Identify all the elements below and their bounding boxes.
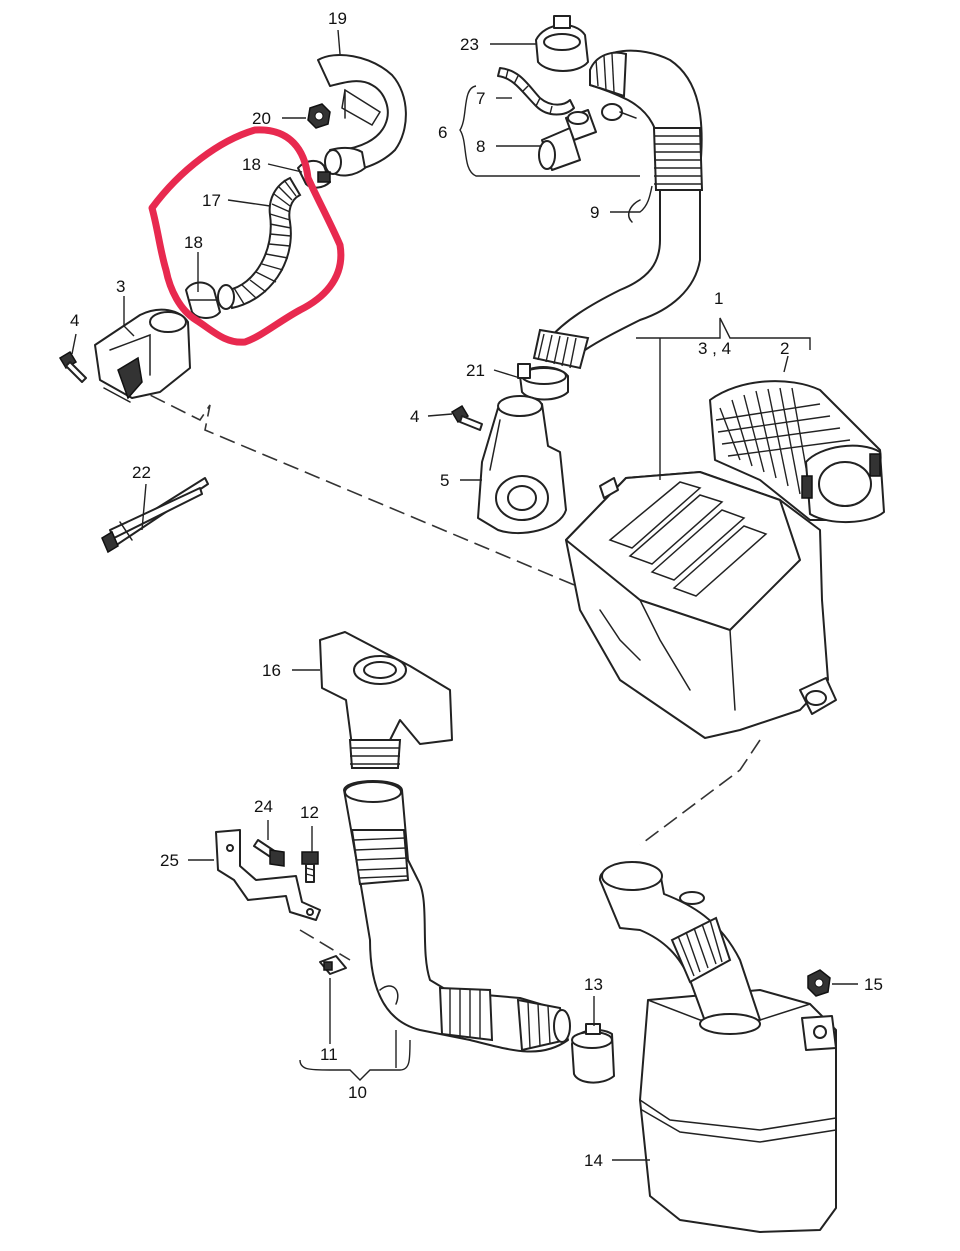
callout-17: 17 (202, 191, 221, 210)
hose-17 (217, 176, 302, 310)
nut-15 (807, 969, 831, 997)
filter-element-2 (709, 380, 885, 523)
intake-duct-9 (532, 49, 704, 370)
callout-labels: 19 20 18 17 18 3 4 22 23 7 6 8 9 21 4 5 … (70, 9, 883, 1170)
sensor-housing-3 (94, 308, 191, 403)
callout-20: 20 (252, 109, 271, 128)
clamp-18-lower (185, 281, 221, 319)
screw-4-left (58, 350, 87, 383)
callout-18-lower: 18 (184, 233, 203, 252)
clamp-21 (517, 363, 569, 401)
callout-4-left: 4 (70, 311, 79, 330)
callout-10: 10 (348, 1083, 367, 1102)
resonator-box-14 (599, 861, 837, 1233)
highlight-outline (148, 126, 345, 346)
callout-11: 11 (320, 1045, 338, 1064)
lower-duct-10 (343, 780, 571, 1053)
air-duct-19 (317, 54, 407, 177)
callout-22: 22 (132, 463, 151, 482)
callout-25: 25 (160, 851, 179, 870)
callout-24: 24 (254, 797, 273, 816)
nut-20 (307, 103, 331, 129)
callout-9: 9 (590, 203, 599, 222)
connector-8 (538, 109, 597, 171)
intake-flange-5 (477, 395, 567, 534)
screw-12 (301, 851, 319, 883)
assembly-lines (129, 384, 761, 961)
bracket-25 (215, 829, 321, 921)
callout-18-upper: 18 (242, 155, 261, 174)
callout-5: 5 (440, 471, 449, 490)
callout-15: 15 (864, 975, 883, 994)
air-filter-housing-1 (565, 471, 837, 739)
callout-13: 13 (584, 975, 603, 994)
callout-4-right: 4 (410, 407, 419, 426)
callout-2: 2 (780, 339, 789, 358)
small-hose-7 (497, 67, 575, 116)
callout-16: 16 (262, 661, 281, 680)
callout-7: 7 (476, 89, 485, 108)
callout-21: 21 (466, 361, 485, 380)
callout-3-4: 3 , 4 (698, 339, 731, 358)
clamp-13 (571, 1023, 615, 1084)
callout-3: 3 (116, 277, 125, 296)
clip-11 (319, 955, 347, 975)
leader-lines (71, 29, 858, 1161)
bolt-24 (253, 839, 285, 867)
callout-14: 14 (584, 1151, 603, 1170)
resonator-16 (319, 631, 453, 769)
callout-12: 12 (300, 803, 319, 822)
callout-6: 6 (438, 123, 447, 142)
clamp-23 (535, 15, 589, 72)
screw-4-right (450, 404, 483, 431)
callout-19: 19 (328, 9, 347, 28)
callout-23: 23 (460, 35, 479, 54)
callout-1: 1 (714, 289, 723, 308)
cable-ties-22 (101, 477, 209, 554)
callout-8: 8 (476, 137, 485, 156)
